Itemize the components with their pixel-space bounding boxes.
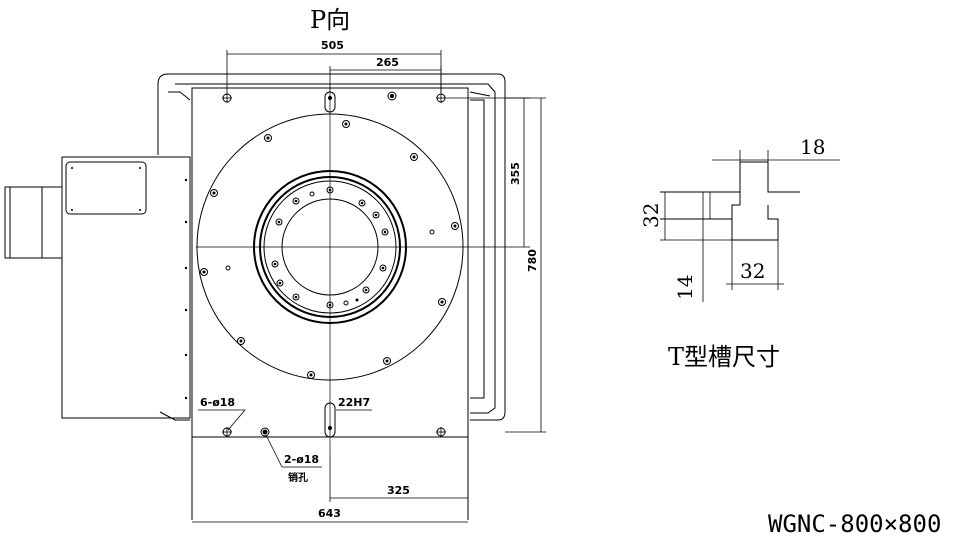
- label-pin-hole: 销孔: [288, 471, 308, 484]
- dim-325-label: 325: [387, 484, 410, 497]
- label-6-holes: 6-ø18: [200, 396, 235, 409]
- leader-2-holes: 2-ø18 销孔: [265, 434, 322, 484]
- dim-355-label: 355: [509, 162, 522, 185]
- tslot-dim-18: 18: [800, 135, 825, 159]
- leader-22h7: 22H7: [336, 396, 372, 411]
- dim-780-label: 780: [526, 249, 539, 272]
- view-title: P向: [310, 6, 350, 34]
- tslot-dim-14: 14: [673, 275, 697, 300]
- label-22h7: 22H7: [338, 396, 370, 409]
- ring-bolt-holes: [271, 186, 389, 309]
- dim-643: 643: [192, 507, 468, 523]
- bottom-extension: [191, 437, 469, 520]
- corner-mount-holes: [222, 91, 446, 437]
- tslot-detail: 18 32 14 32 T型槽尺寸: [639, 135, 840, 371]
- dim-265: 265: [329, 56, 442, 92]
- dim-265-label: 265: [376, 56, 399, 69]
- dim-780: 780: [505, 97, 546, 433]
- label-2-holes: 2-ø18: [284, 453, 319, 466]
- tslot-dim-32-bottom: 32: [740, 259, 765, 283]
- disk-bolt-holes: [200, 120, 459, 379]
- leader-6-holes: 6-ø18: [198, 396, 246, 431]
- dim-643-label: 643: [318, 507, 341, 520]
- dim-505: 505: [226, 39, 442, 94]
- side-dots: [71, 167, 188, 400]
- center-lines: [196, 92, 488, 455]
- dim-505-label: 505: [321, 39, 344, 52]
- tslot-caption: T型槽尺寸: [668, 343, 780, 371]
- dim-325: 325: [329, 455, 468, 502]
- motor-box: [4, 156, 191, 419]
- model-label: WGNC-800×800: [768, 510, 941, 538]
- tslot-dim-32-left: 32: [639, 203, 663, 228]
